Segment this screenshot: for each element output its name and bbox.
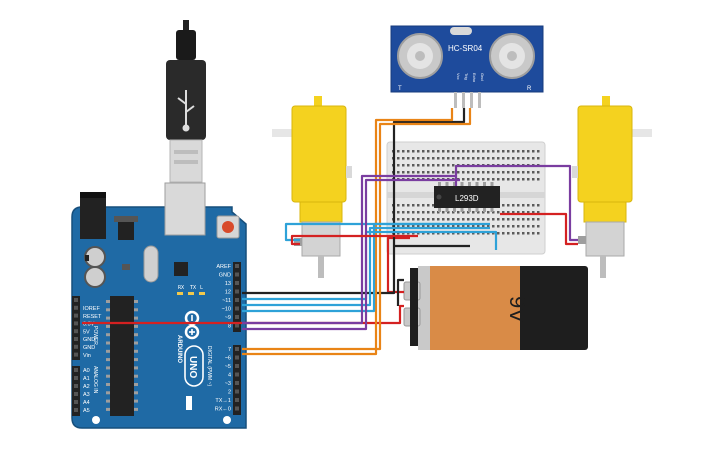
wire-black-gnd (242, 108, 466, 295)
usb-icon (177, 90, 195, 132)
digital-pin-label: ~10 (222, 307, 231, 313)
analog-pin-label: A2 (83, 384, 90, 390)
usb-cable (166, 20, 206, 183)
digital-top-labels: AREF GND 13 12 ~11 ~10 ~9 8 (216, 264, 231, 330)
digital-pin-label: ~5 (225, 364, 231, 370)
atmega-chip (110, 296, 134, 416)
led-label-l: L (200, 285, 203, 291)
power-pin-label: 3.3V (83, 322, 95, 328)
sensor-pin[interactable] (470, 92, 473, 108)
wire-red-motor-left (290, 234, 418, 246)
analog-pin-label: A5 (83, 408, 90, 414)
l293d-label: L293D (455, 194, 479, 203)
digital-pin-label: ~6 (225, 356, 231, 362)
sensor-pin-label: Vcc (456, 73, 461, 80)
sensor-pin[interactable] (478, 92, 481, 108)
dc-motor-left (272, 96, 352, 278)
digital-caption: DIGITAL (PWM ~) (206, 346, 212, 386)
power-pin-label: GND (83, 345, 95, 351)
led-label-rx: RX (178, 285, 184, 291)
wire-black-battery (396, 278, 404, 306)
wire-red-motor-right (500, 212, 578, 246)
digital-pin-label: TX→1 (215, 398, 231, 404)
digital-header-bottom (233, 345, 241, 415)
dc-motor-right (572, 96, 652, 278)
digital-pin-label: 2 (228, 390, 231, 396)
digital-pin-label: 8 (228, 324, 231, 330)
power-caption: POWER (92, 326, 98, 345)
sensor-t-mark: T (398, 86, 402, 92)
wire-orange-trig (242, 108, 454, 356)
digital-pin-label: 7 (228, 347, 231, 353)
analog-pin-label: A0 (83, 368, 90, 374)
sensor-pin-label: Gnd (480, 73, 485, 81)
analog-caption: ANALOG IN (92, 366, 98, 394)
capacitor (84, 266, 106, 288)
digital-bottom-labels: 7 ~6 ~5 4 ~3 2TX→1RX←0 (215, 347, 231, 413)
wire-blue-motor-right (490, 230, 498, 250)
battery-9v: 9V (403, 266, 588, 350)
sensor-pin-label: Trig (464, 73, 469, 80)
wire-purple-motor-right (454, 164, 578, 242)
analog-header (72, 366, 80, 416)
power-pin-label: RESET (83, 314, 102, 320)
wires (82, 108, 578, 356)
sensor-pin[interactable] (462, 92, 465, 108)
arduino-brand: ARDUINO (176, 335, 182, 363)
svg-text:UNO: UNO (187, 356, 198, 378)
sensor-r-mark: R (527, 86, 532, 92)
digital-pin-label: RX←0 (215, 407, 231, 413)
wire-orange-echo (242, 108, 472, 351)
sensor-name: HC-SR04 (448, 44, 483, 53)
usb-socket (164, 182, 206, 236)
led-label-tx: TX (190, 285, 196, 291)
digital-pin-label: ~9 (225, 315, 231, 321)
wire-red-supply (386, 236, 410, 294)
digital-pin-label: GND (219, 273, 231, 279)
digital-pin-label: AREF (216, 264, 231, 270)
power-pin-label: Vin (83, 353, 91, 359)
sensor-pin[interactable] (454, 92, 457, 108)
digital-pin-label: 12 (225, 290, 231, 296)
wire-purple-10 (242, 174, 456, 325)
analog-pin-label: A4 (83, 400, 90, 406)
power-pin-label: GND (83, 337, 95, 343)
wire-red-5v (82, 304, 404, 325)
digital-pin-label: ~3 (225, 381, 231, 387)
power-header (72, 296, 80, 360)
battery-label: 9V (505, 296, 530, 323)
dc-jack (80, 195, 106, 239)
digital-pin-label: 4 (228, 373, 231, 379)
power-pin-label: IOREF (83, 306, 100, 312)
digital-pin-label: ~11 (222, 298, 231, 304)
uno-logo: UNO (184, 345, 204, 387)
analog-pin-label: A3 (83, 392, 90, 398)
digital-pin-label: 13 (225, 281, 231, 287)
wire-purple-9 (242, 178, 460, 331)
power-pin-label: 5V (83, 329, 90, 335)
wire-blue-12 (242, 226, 490, 307)
analog-pin-label: A1 (83, 376, 90, 382)
sensor-pin-label: Echo (472, 73, 477, 83)
l293d-chip: L293D (434, 182, 500, 212)
digital-header-top (233, 262, 241, 332)
crystal (143, 245, 159, 283)
